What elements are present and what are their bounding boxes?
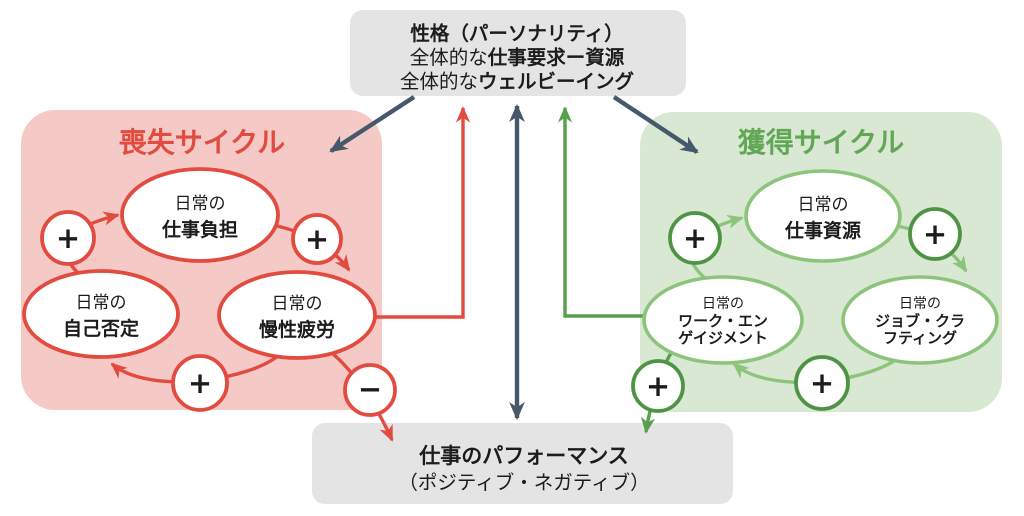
plus-sign: + — [923, 217, 947, 251]
minus-sign: − — [358, 372, 382, 406]
performance-title: 仕事のパフォーマンス — [418, 444, 629, 468]
self-denial-label-line2: 自己否定 — [63, 317, 139, 340]
self-denial-label-line1: 日常の — [76, 293, 127, 313]
plus-sign: + — [188, 366, 212, 400]
work-engagement-label-line3: ゲイジメント — [678, 329, 768, 347]
plus-sign: + — [56, 221, 80, 255]
sign-circle-gain-left — [668, 211, 722, 265]
work-engagement-label-line1: 日常の — [702, 296, 744, 312]
job-resources-label-line2: 仕事資源 — [784, 219, 861, 242]
workload-label-line1: 日常の — [175, 194, 226, 214]
sign-circle-gain-to-performance — [631, 359, 685, 413]
plus-sign: + — [646, 369, 670, 403]
node-daily-job-resources — [744, 169, 902, 263]
performance-box — [312, 423, 733, 504]
node-daily-work-engagement — [642, 275, 804, 365]
arrow-personality-to-loss-cycle — [329, 95, 416, 153]
sign-circle-loss-bottom — [171, 354, 229, 412]
plus-sign: + — [810, 366, 834, 400]
plus-sign: + — [305, 222, 329, 256]
personality-box — [350, 10, 686, 96]
job-crafting-label-line1: 日常の — [899, 296, 941, 312]
loss-cycle-title: 喪失サイクル — [119, 126, 286, 159]
node-daily-job-crafting — [841, 275, 999, 365]
job-crafting-label-line3: フティング — [883, 329, 957, 347]
sign-circle-loss-left — [40, 210, 96, 266]
job-crafting-label-line2: ジョブ・クラ — [875, 312, 965, 330]
sign-circle-loss-right — [291, 213, 343, 265]
sign-circle-gain-right — [908, 207, 962, 261]
sign-circle-loss-to-performance — [343, 363, 397, 417]
arrow-fatigue-to-personality — [376, 106, 471, 319]
personality-title: 性格（パーソナリティ） — [410, 22, 623, 45]
gain-cycle-title: 獲得サイクル — [738, 126, 905, 159]
workload-label-line2: 仕事負担 — [161, 218, 238, 241]
work-engagement-label-line2: ワーク・エン — [678, 312, 768, 330]
arrow-engagement-to-personality — [557, 106, 644, 318]
arrow-personality-to-gain-cycle — [612, 95, 699, 154]
sign-circle-gain-bottom — [794, 355, 850, 411]
job-resources-label-line1: 日常の — [798, 195, 849, 215]
chronic-fatigue-label-line1: 日常の — [272, 294, 323, 314]
node-daily-chronic-fatigue — [217, 270, 377, 360]
overall-demands-resources-label: 全体的な仕事要求ー資源 — [410, 46, 625, 69]
node-daily-self-denial — [22, 269, 180, 359]
plus-sign: + — [683, 221, 707, 255]
node-daily-workload — [120, 167, 280, 263]
overall-wellbeing-label: 全体的なウェルビーイング — [400, 70, 635, 93]
performance-subtitle: （ポジティブ・ネガティブ） — [398, 471, 649, 494]
chronic-fatigue-label-line2: 慢性疲労 — [259, 318, 335, 341]
